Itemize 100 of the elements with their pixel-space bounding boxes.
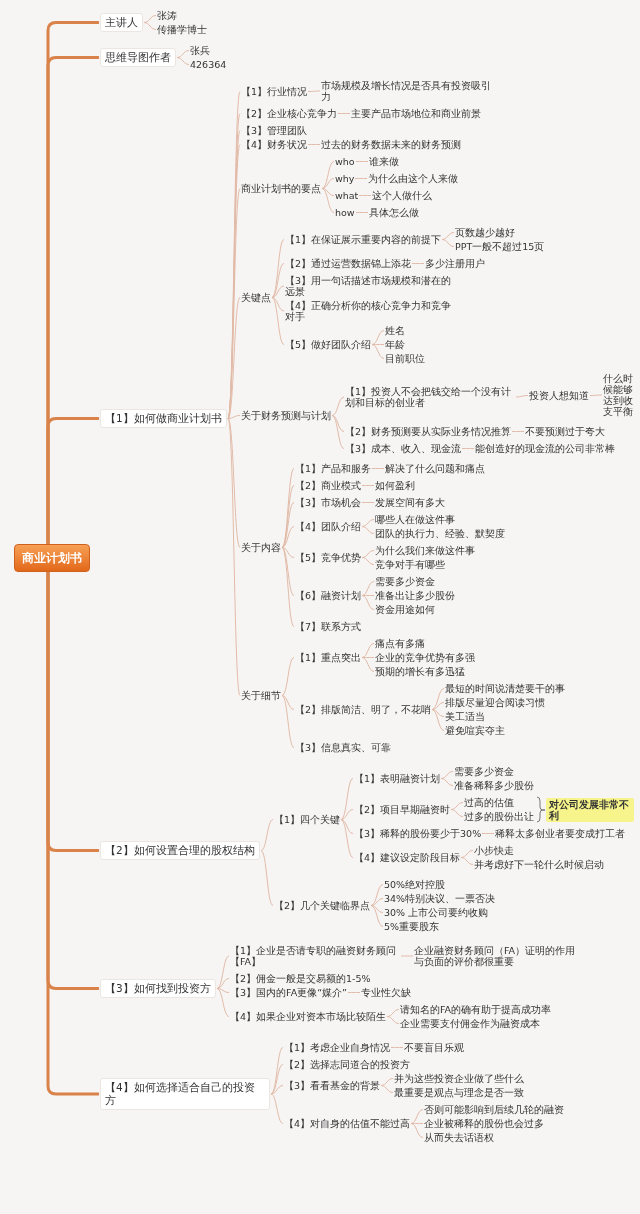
- connector-line: [281, 695, 295, 748]
- connector-line: [354, 178, 368, 179]
- topic-label: 【2】选择志同道合的投资方: [284, 1059, 411, 1070]
- topic-label: 【2】佣金一般是交易额的1-5%: [230, 973, 371, 984]
- topic-label: 不要盲目乐观: [404, 1042, 464, 1053]
- connector-line: [361, 519, 375, 527]
- connector-line: [176, 50, 190, 58]
- topic-label: 商业计划书的要点: [241, 183, 321, 194]
- connector-line: [589, 394, 603, 396]
- topic-label: what: [335, 190, 359, 201]
- topic-label: 准备出让多少股份: [375, 590, 455, 601]
- connector-line: [386, 1009, 400, 1017]
- topic-label: 不要预测过于夸大: [525, 426, 605, 437]
- connector-line: [511, 431, 525, 432]
- topic-label: 能创造好的现金流的公司非常棒: [475, 443, 615, 454]
- connector-line: [431, 688, 445, 710]
- topic-label: 【3】国内的FA更像“媒介”: [230, 987, 347, 998]
- topic-label: 传播学博士: [157, 24, 207, 35]
- topic-label: 这个人做什么: [372, 190, 432, 201]
- connector-line: [361, 550, 375, 558]
- topic-label: 预期的增长有多迅猛: [375, 666, 465, 677]
- topic-label: 排版尽量迎合阅读习惯: [445, 697, 545, 708]
- connector-line: [321, 188, 335, 196]
- connector-line: [355, 161, 369, 162]
- connector-line: [515, 395, 529, 398]
- topic-label: 最短的时间说清楚要干的事: [445, 683, 565, 694]
- topic-label: 关键点: [241, 291, 271, 303]
- topic-label: 并考虑好下一轮什么时候启动: [474, 859, 604, 870]
- topic-label: 【4】建议设定阶段目标: [354, 852, 461, 863]
- connector-line: [370, 905, 384, 927]
- connector-line: [281, 526, 295, 548]
- topic-label: 年龄: [385, 339, 405, 350]
- topic-label: 需要多少资金: [454, 766, 514, 777]
- topic-label: 否则可能影响到后续几轮的融资: [424, 1104, 564, 1115]
- connector-line: [390, 1047, 404, 1048]
- connector-line: [281, 657, 295, 696]
- topic-label: 姓名: [385, 325, 405, 336]
- highlighted-note: 对公司发展非常不利: [546, 797, 634, 822]
- topic-label: 企业需要支付佣金作为融资成本: [400, 1018, 540, 1029]
- topic-box: 【4】如何选择适合自己的投资方: [100, 1078, 270, 1110]
- connector-line: [271, 239, 285, 298]
- topic-label: 【4】对自身的估值不能过高: [284, 1118, 411, 1129]
- connector-line: [321, 178, 335, 189]
- connector-line: [143, 22, 157, 30]
- topic-label: 具体怎么做: [369, 207, 419, 218]
- connector-line: [431, 709, 445, 717]
- connector-line: [481, 833, 495, 834]
- topic-label: who: [335, 156, 355, 167]
- connector-line: [340, 778, 354, 820]
- connector-line: [371, 344, 385, 359]
- topic-label: 发展空间有多大: [375, 497, 445, 508]
- topic-label: 过多的股份出让: [464, 811, 534, 822]
- connector-line: [400, 955, 414, 957]
- topic-label: 【1】行业情况: [241, 85, 308, 97]
- topic-label: 【1】四个关键: [274, 814, 341, 825]
- topic-label: 【1】在保证展示重要内容的前提下: [285, 234, 442, 245]
- topic-label: 【5】竞争优势: [295, 552, 362, 563]
- connector-line: [227, 418, 241, 696]
- topic-label: 准备稀释多少股份: [454, 780, 534, 791]
- connector-line: [216, 955, 230, 989]
- connector-line: [281, 547, 295, 596]
- topic-label: 从而失去话语权: [424, 1132, 494, 1143]
- connector-line: [371, 468, 385, 469]
- topic-label: 谁来做: [369, 156, 399, 167]
- connector-line: [271, 285, 285, 298]
- topic-box: 思维导图作者: [100, 48, 176, 67]
- topic-label: 【2】几个关键临界点: [274, 900, 371, 911]
- topic-label: 市场规模及增长情况是否具有投资吸引力: [321, 80, 491, 102]
- topic-box: 主讲人: [100, 13, 143, 32]
- topic-label: 页数越少越好: [455, 227, 515, 238]
- topic-label: 【2】通过运营数据锦上添花: [285, 258, 412, 269]
- connector-line: [380, 1078, 394, 1086]
- connector-line: [331, 396, 345, 416]
- topic-label: 30% 上市公司要约收购: [384, 907, 489, 918]
- connector-line: [371, 344, 385, 345]
- connector-line: [321, 188, 335, 213]
- connector-line: [227, 418, 241, 548]
- connector-line: [355, 212, 369, 213]
- connector-line: [321, 161, 335, 189]
- topic-label: 哪些人在做这件事: [375, 514, 455, 525]
- topic-label: 【4】如果企业对资本市场比较陌生: [230, 1011, 387, 1022]
- topic-label: 投资人想知道: [529, 389, 589, 401]
- connector-line: [143, 15, 157, 23]
- connector-line: [361, 581, 375, 596]
- topic-label: 426364: [190, 59, 227, 70]
- connector-line: [361, 657, 375, 672]
- topic-label: 【3】管理团队: [241, 125, 308, 136]
- topic-label: 【7】联系方式: [295, 621, 362, 632]
- connector-line: [441, 232, 455, 240]
- topic-label: 目前职位: [385, 353, 425, 364]
- topic-label: 50%绝对控股: [384, 879, 446, 890]
- connector-line: [281, 695, 295, 710]
- topic-label: 【2】项目早期融资时: [354, 804, 451, 815]
- connector-line: [227, 415, 241, 419]
- connector-line: [361, 526, 375, 534]
- topic-label: 并为这些投资企业做了些什么: [394, 1073, 524, 1084]
- topic-label: 解决了什么问题和痛点: [385, 463, 485, 474]
- topic-label: 【4】团队介绍: [295, 521, 362, 532]
- topic-label: 5%重要股东: [384, 921, 440, 932]
- connector-line: [307, 90, 321, 92]
